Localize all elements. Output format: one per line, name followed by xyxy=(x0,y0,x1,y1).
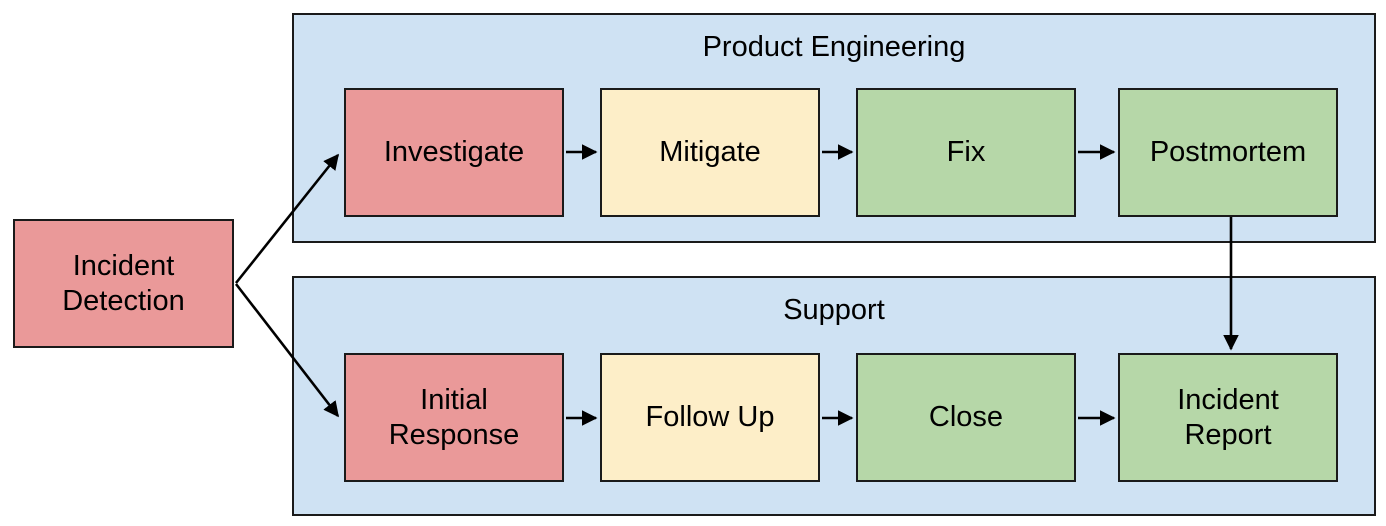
node-label-investigate: Investigate xyxy=(383,136,525,168)
node-label-mitigate: Mitigate xyxy=(659,136,761,168)
swimlane-title-product-engineering: Product Engineering xyxy=(702,31,966,63)
node-label-fix: Fix xyxy=(946,136,986,168)
node-initial-response[interactable]: Initial Response xyxy=(344,353,564,482)
node-follow-up[interactable]: Follow Up xyxy=(600,353,820,482)
node-fix[interactable]: Fix xyxy=(856,88,1076,217)
node-label-postmortem: Postmortem xyxy=(1149,136,1307,168)
node-mitigate[interactable]: Mitigate xyxy=(600,88,820,217)
node-label-incident-report: Incident Report xyxy=(1177,383,1279,451)
node-label-incident-detection: Incident Detection xyxy=(62,249,185,317)
node-label-initial-response: Initial Response xyxy=(388,383,520,451)
node-close[interactable]: Close xyxy=(856,353,1076,482)
node-investigate[interactable]: Investigate xyxy=(344,88,564,217)
node-label-follow-up: Follow Up xyxy=(645,401,775,433)
swimlane-title-support: Support xyxy=(783,294,885,326)
node-incident-report[interactable]: Incident Report xyxy=(1118,353,1338,482)
node-incident-detection[interactable]: Incident Detection xyxy=(13,219,234,348)
node-label-close: Close xyxy=(928,401,1004,433)
node-postmortem[interactable]: Postmortem xyxy=(1118,88,1338,217)
